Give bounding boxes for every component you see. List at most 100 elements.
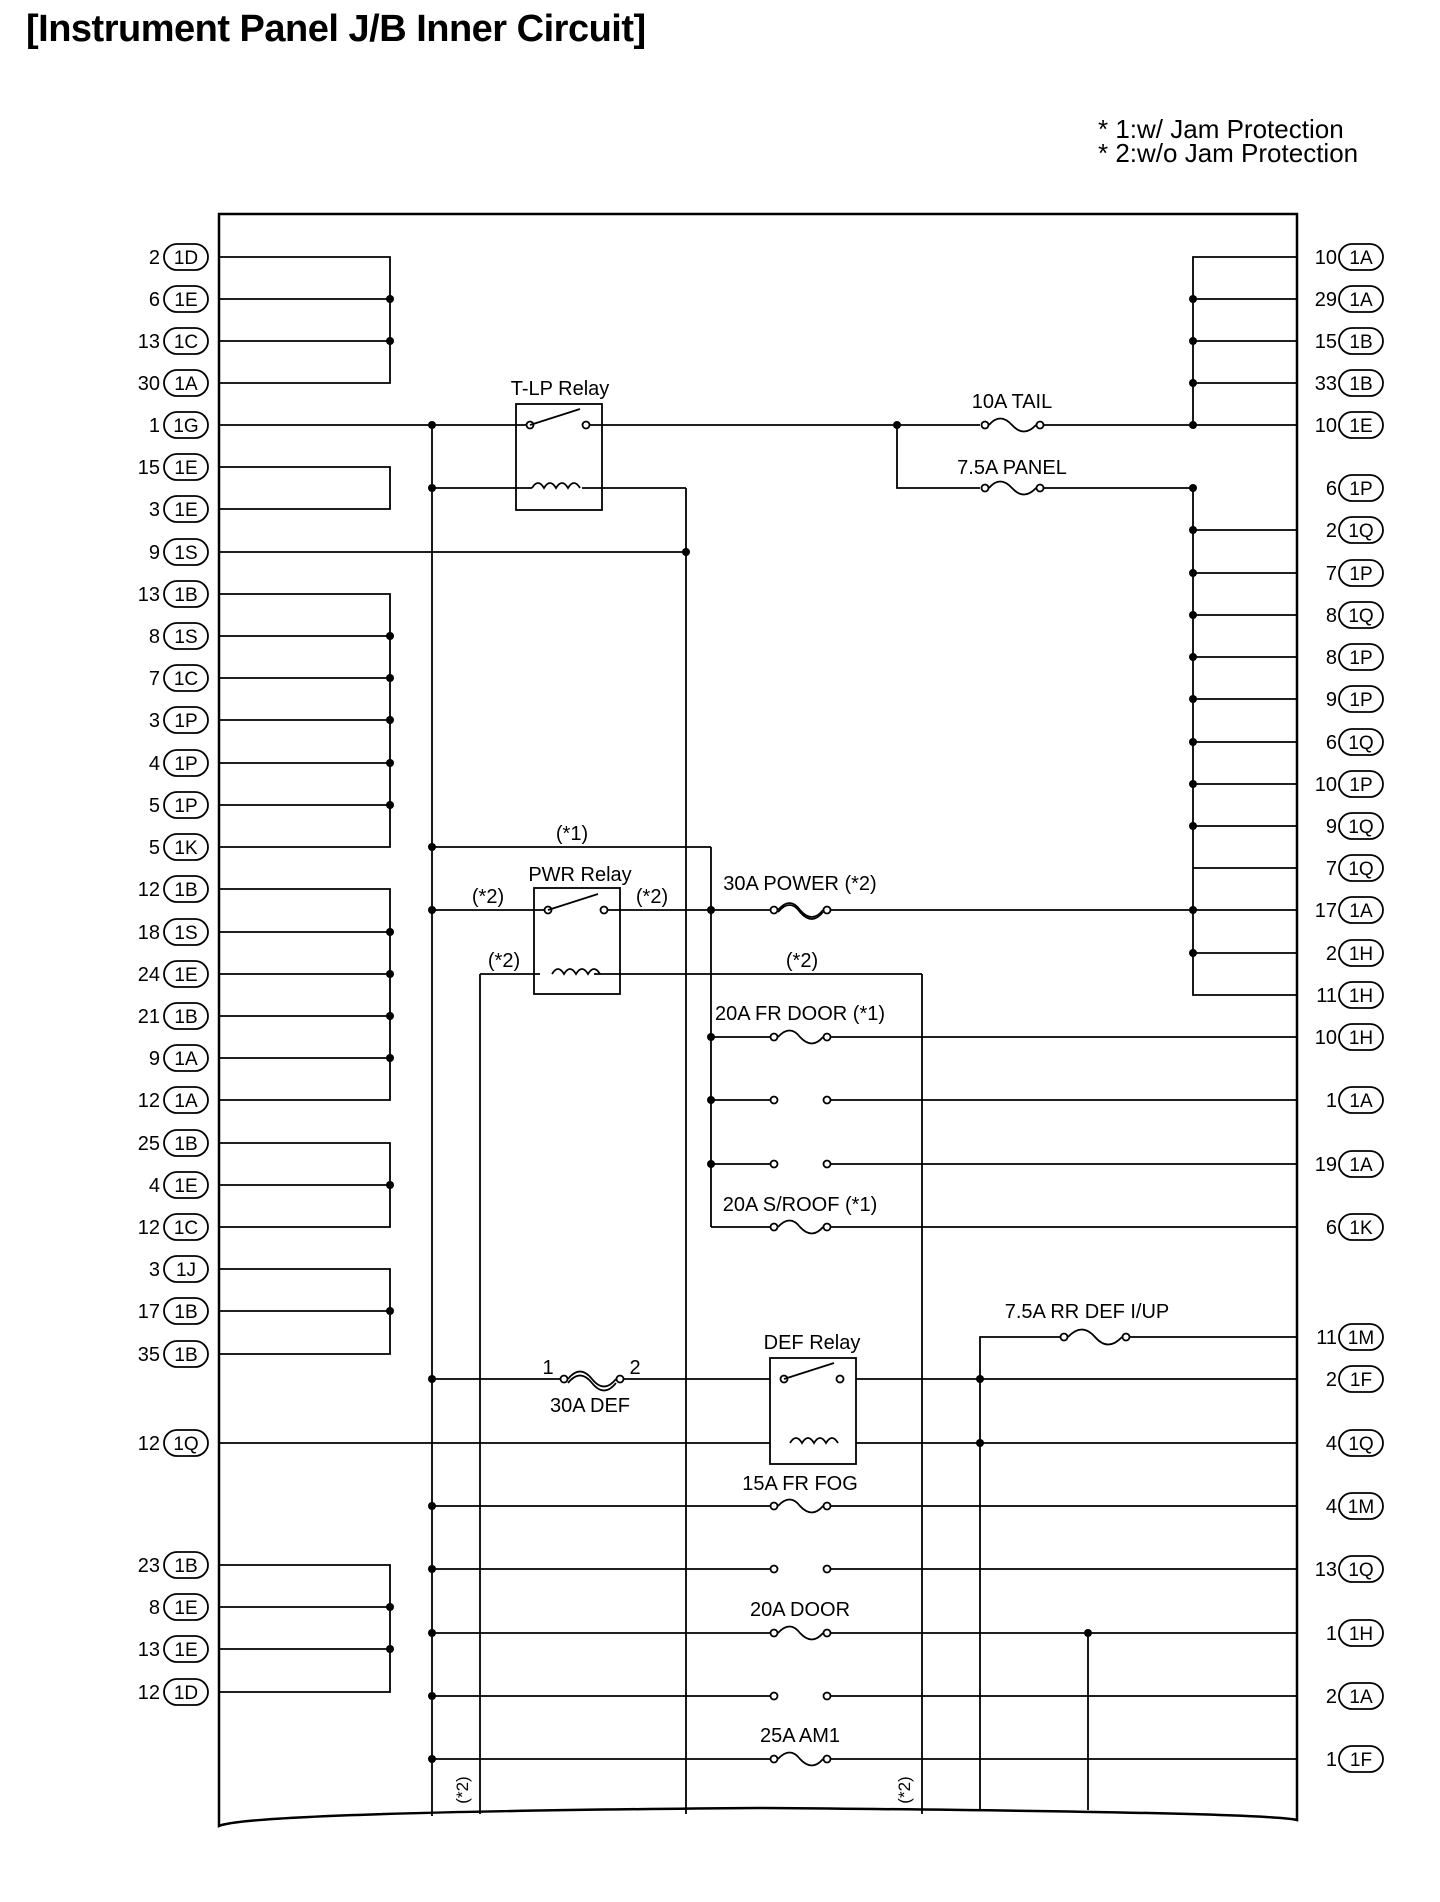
left-pin-number: 13 [138, 331, 160, 353]
left-connector-badge [163, 1340, 209, 1368]
left-pin-number: 4 [149, 753, 160, 775]
fuse-blank-2 [769, 1159, 832, 1169]
pwr-relay-label: PWR Relay [528, 864, 631, 886]
right-connector-code: 1P [1349, 564, 1372, 585]
right-connector-code: 1P [1349, 775, 1372, 796]
left-pin-number: 1 [149, 415, 160, 437]
right-pin-number: 2 [1326, 1686, 1337, 1708]
left-connector-badge [163, 875, 209, 903]
right-pin-number: 4 [1326, 1433, 1337, 1455]
fuse-20a-sroof-label: 20A S/ROOF (*1) [723, 1194, 878, 1216]
right-pin-28: 2 1A [1326, 1682, 1384, 1710]
left-pin-number: 17 [138, 1301, 160, 1323]
left-pin-number: 23 [138, 1555, 160, 1577]
left-pin-number: 5 [149, 795, 160, 817]
left-pin-4: 1 1G [149, 411, 209, 439]
right-connector-badge [1338, 1323, 1384, 1351]
left-connector-badge [163, 749, 209, 777]
left-connector-code: 1G [173, 416, 198, 437]
left-connector-badge [163, 664, 209, 692]
left-pin-number: 12 [138, 1433, 160, 1455]
left-connector-code: 1E [174, 1598, 197, 1619]
fuse-7-5a-rr-def-label: 7.5A RR DEF I/UP [1005, 1301, 1170, 1323]
left-pin-number: 3 [149, 710, 160, 732]
left-connector-code: 1A [174, 1049, 198, 1070]
right-connector-code: 1A [1349, 901, 1373, 922]
left-connector-badge [163, 1635, 209, 1663]
left-connector-badge [163, 1213, 209, 1241]
left-pin-number: 35 [138, 1344, 160, 1366]
right-connector-badge [1338, 285, 1384, 313]
left-connector-code: 1P [174, 711, 197, 732]
right-pin-number: 1 [1326, 1090, 1337, 1112]
left-pin-number: 30 [138, 373, 160, 395]
left-pin-number: 12 [138, 879, 160, 901]
right-connector-badge [1338, 1619, 1384, 1647]
left-pin-12: 4 1P [149, 749, 209, 777]
right-connector-badge [1338, 1429, 1384, 1457]
fuse-blank-1 [769, 1095, 832, 1105]
right-connector-badge [1338, 896, 1384, 924]
right-connector-badge [1338, 939, 1384, 967]
right-connector-code: 1Q [1348, 1434, 1373, 1455]
right-pin-number: 6 [1326, 1217, 1337, 1239]
right-pin-number: 10 [1315, 1027, 1337, 1049]
left-connector-badge [163, 960, 209, 988]
page-title: [Instrument Panel J/B Inner Circuit] [26, 8, 646, 50]
left-pin-number: 13 [138, 1639, 160, 1661]
fuse-10a-tail [980, 417, 1045, 433]
left-pin-26: 35 1B [138, 1340, 209, 1368]
right-pin-number: 10 [1315, 415, 1337, 437]
left-connector-badge [163, 1086, 209, 1114]
left-pin-number: 12 [138, 1217, 160, 1239]
left-connector-code: 1B [174, 585, 197, 606]
star2-coil-right-label: (*2) [786, 950, 818, 972]
right-connector-code: 1A [1349, 290, 1373, 311]
right-connector-badge [1338, 1150, 1384, 1178]
def-fuse-pin1-label: 1 [542, 1357, 553, 1379]
fuse-7-5a-panel [980, 480, 1045, 496]
defogger-circuit [219, 1336, 1297, 1444]
right-connector-code: 1H [1349, 944, 1373, 965]
right-connector-badge [1338, 1745, 1384, 1773]
left-pin-number: 25 [138, 1133, 160, 1155]
right-connector-code: 1E [1349, 416, 1372, 437]
left-connector-badge [163, 1593, 209, 1621]
right-connector-badge [1338, 685, 1384, 713]
right-connector-badge [1338, 411, 1384, 439]
right-connector-code: 1A [1349, 1687, 1373, 1708]
right-connector-code: 1A [1349, 1091, 1373, 1112]
right-connector-code: 1M [1348, 1328, 1374, 1349]
left-connector-badge [163, 327, 209, 355]
left-connector-code: 1D [174, 248, 198, 269]
left-connector-badge [163, 1129, 209, 1157]
left-connector-code: 1E [174, 1640, 197, 1661]
left-connector-badge [163, 1002, 209, 1030]
left-connector-code: 1P [174, 754, 197, 775]
star2-bottom-right-label: (*2) [895, 1776, 914, 1803]
right-connector-code: 1H [1349, 1624, 1373, 1645]
right-pin-number: 10 [1315, 774, 1337, 796]
left-connector-code: 1B [174, 1345, 197, 1366]
right-pin-number: 33 [1315, 373, 1337, 395]
right-connector-badge [1338, 559, 1384, 587]
right-pin-number: 11 [1316, 1327, 1337, 1349]
junction-block-outline [217, 212, 1299, 1828]
